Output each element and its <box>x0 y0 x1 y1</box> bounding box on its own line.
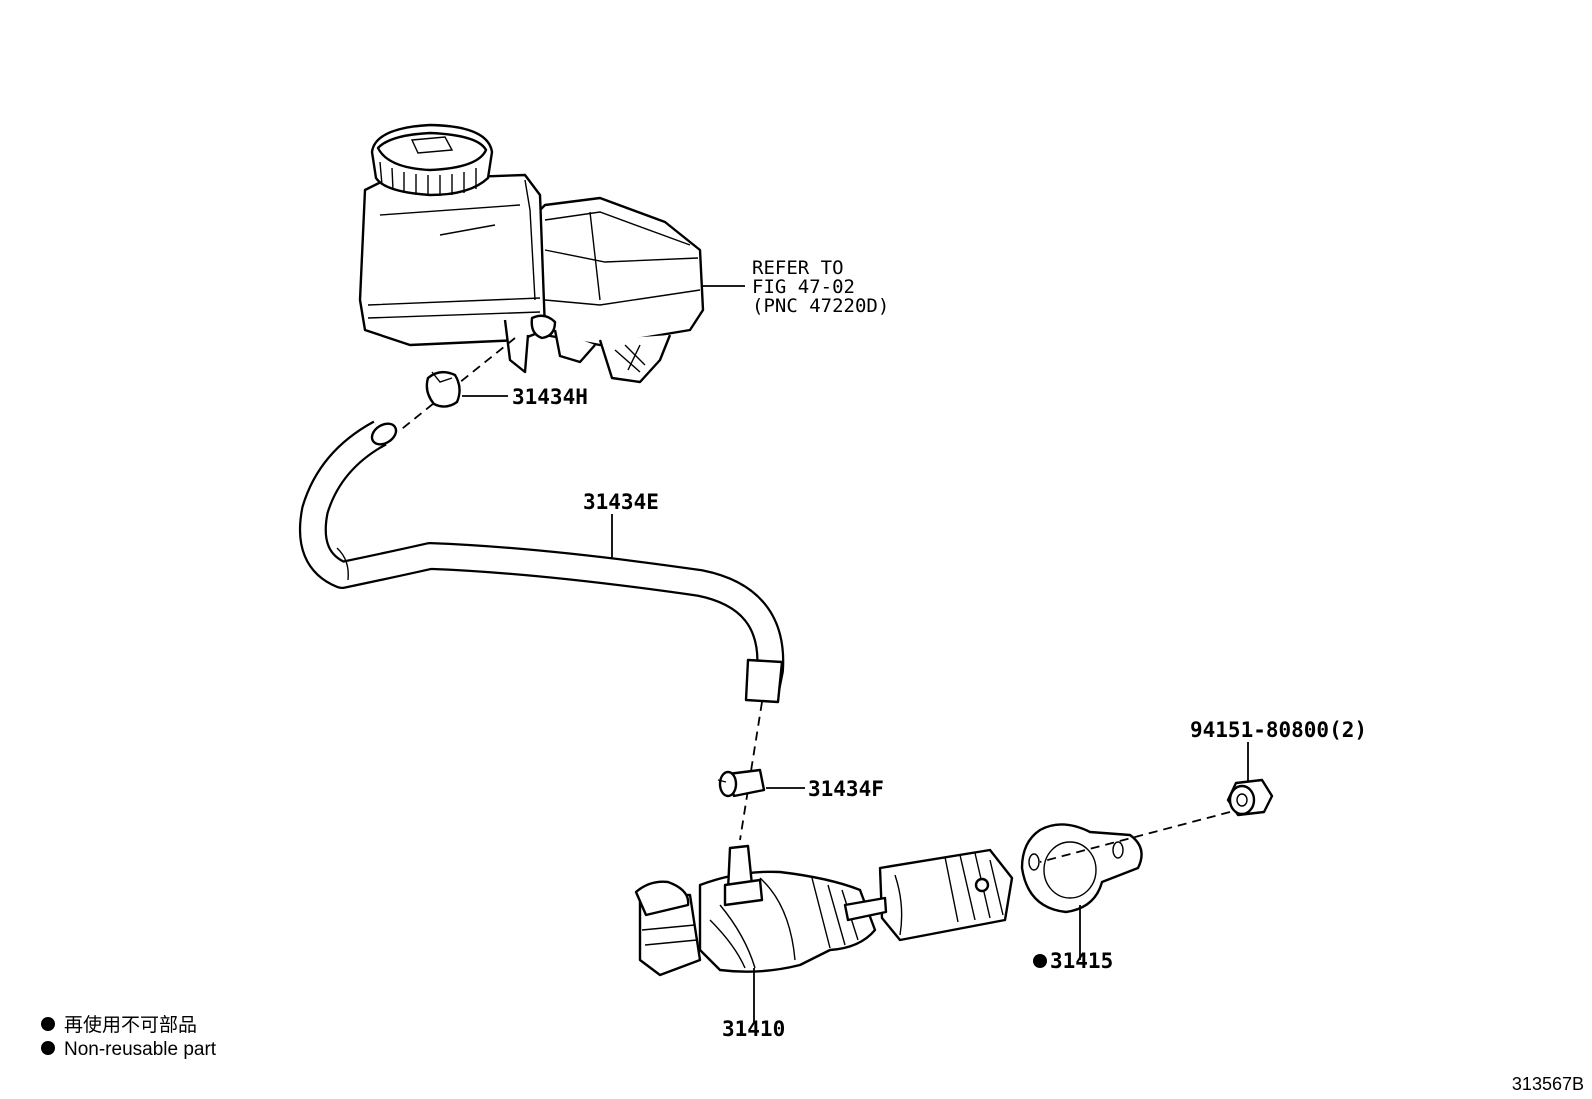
part-label-94151-80800[interactable]: 94151-80800(2) <box>1190 718 1367 742</box>
non-reusable-marker <box>1033 954 1047 968</box>
part-label-31434E[interactable]: 31434E <box>583 490 659 514</box>
cylinder-31410-illustration <box>634 844 1014 977</box>
refer-note-line3: (PNC 47220D) <box>752 295 889 317</box>
nut-94151-80800-illustration <box>1226 778 1274 817</box>
legend-text-jp: 再使用不可部品 <box>64 1014 197 1036</box>
legend-bullet-jp <box>41 1017 55 1031</box>
clip-31434H-illustration <box>425 370 461 408</box>
connection-dash-lower <box>739 701 763 841</box>
part-label-31410[interactable]: 31410 <box>722 1017 785 1041</box>
gasket-31415-illustration <box>1020 823 1143 914</box>
refer-note-line2: FIG 47-02 <box>752 276 855 298</box>
legend-text-en: Non-reusable part <box>64 1039 217 1060</box>
refer-note-line1: REFER TO <box>752 257 844 279</box>
part-label-31434H[interactable]: 31434H <box>512 385 588 409</box>
figure-id: 313567B <box>1512 1074 1584 1094</box>
part-label-31434F[interactable]: 31434F <box>808 777 884 801</box>
legend-bullet-en <box>41 1041 55 1055</box>
clip-31434F-illustration <box>717 768 766 798</box>
hose-31434E-illustration <box>298 420 785 704</box>
brake-reservoir-illustration <box>358 123 705 384</box>
bolt-axis-dash <box>1039 811 1231 863</box>
part-label-31415[interactable]: 31415 <box>1050 949 1113 973</box>
